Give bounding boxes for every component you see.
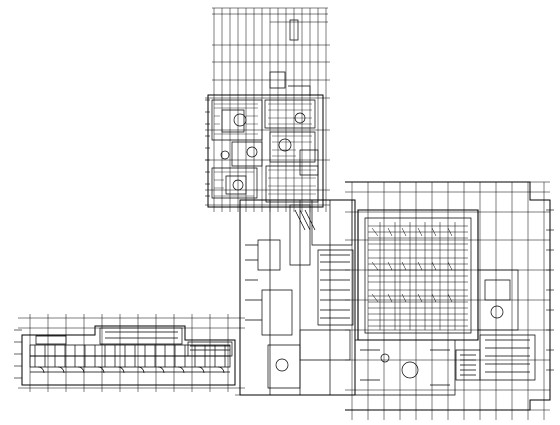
- west-dimension-ticks: [14, 330, 22, 378]
- main-hall-block: [345, 182, 554, 420]
- central-connector: [240, 200, 355, 395]
- north-wing-detail-hatching: [214, 104, 316, 196]
- west-low-wing: [14, 314, 245, 392]
- north-tower-wing: [205, 8, 330, 212]
- hall-seating-rows: [368, 222, 468, 330]
- east-dimension-ticks: [546, 210, 554, 370]
- north-wing-dimension-ticks: [205, 100, 210, 196]
